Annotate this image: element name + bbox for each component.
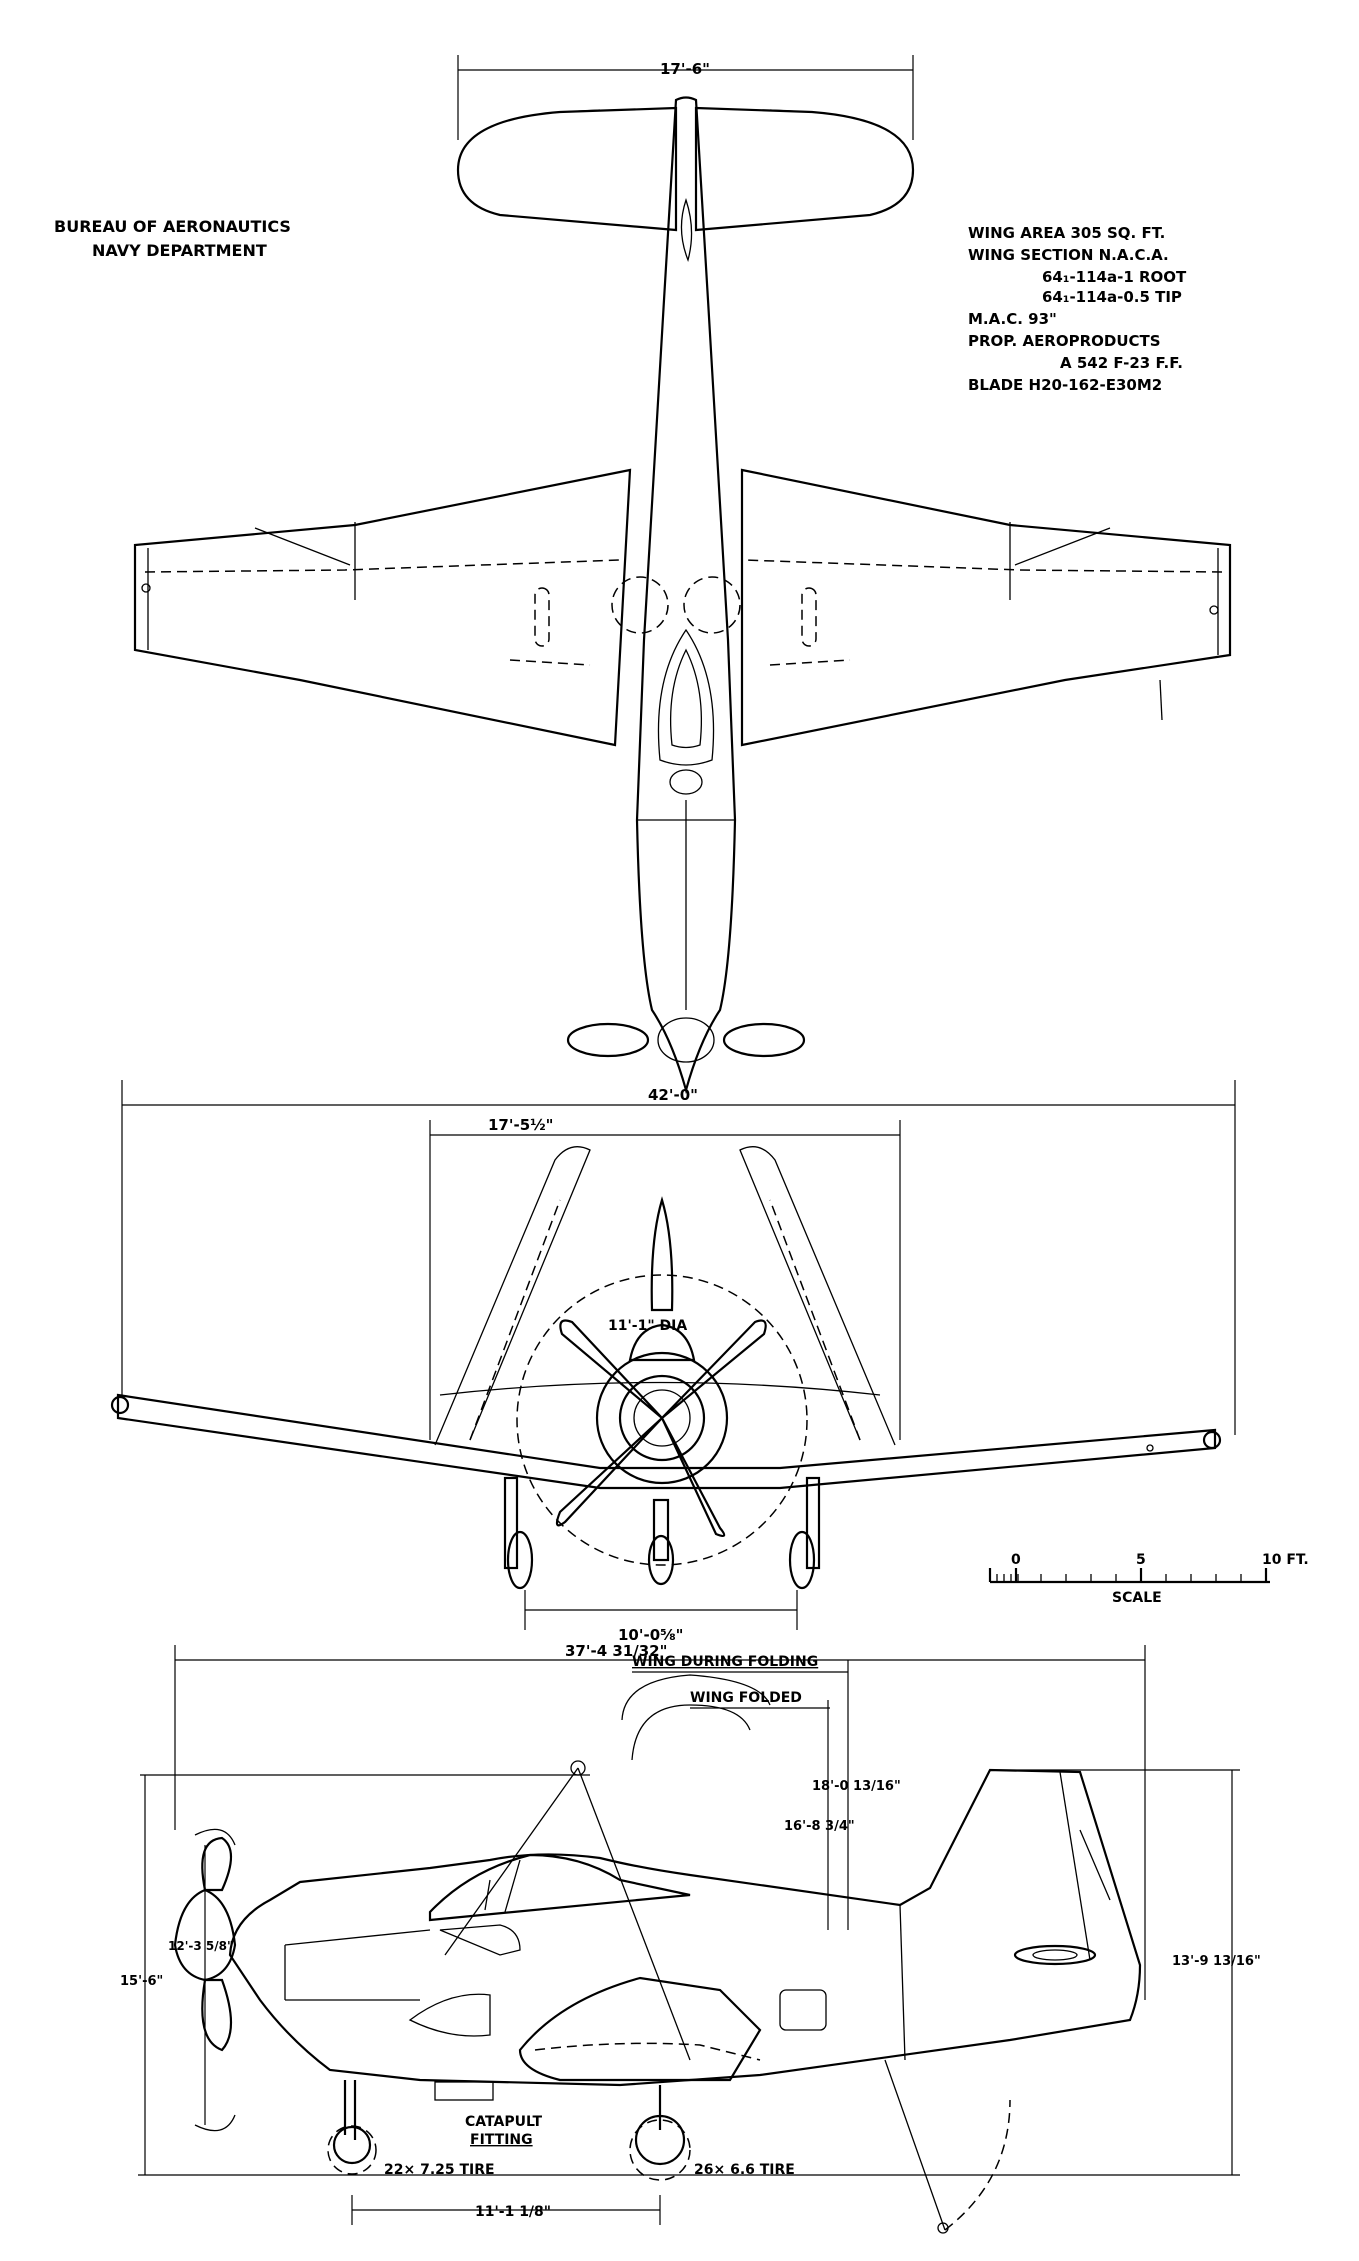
- folded-span-dim: 17'-5½": [488, 1116, 553, 1134]
- main-tire-label: 26× 6.6 TIRE: [694, 2162, 795, 2178]
- gear-track-dim: 10'-0⅝": [618, 1626, 683, 1644]
- side-view: 37'-4 31/32" WING DURING FOLDING WING FO…: [120, 1642, 1261, 2234]
- spec-line: 64₁-114a-1 ROOT: [1042, 268, 1187, 286]
- height-folding-dim: 18'-0 13/16": [812, 1779, 901, 1794]
- scale-tick-5: 5: [1136, 1552, 1146, 1568]
- spec-line: WING SECTION N.A.C.A.: [968, 246, 1169, 264]
- tail-span-dim: 17'-6": [660, 60, 710, 78]
- catapult-label-1: CATAPULT: [465, 2114, 543, 2130]
- top-view: 17'-6": [133, 55, 1232, 1095]
- spec-line: A 542 F-23 F.F.: [1060, 354, 1183, 372]
- scale-bar: 0 5 10 FT. SCALE: [988, 1552, 1309, 1606]
- spec-line: 64₁-114a-0.5 TIP: [1042, 288, 1182, 306]
- spec-line: WING AREA 305 SQ. FT.: [968, 224, 1165, 242]
- spec-line: M.A.C. 93": [968, 310, 1057, 328]
- prop-diameter-dim: 11'-1" DIA: [608, 1318, 687, 1334]
- catapult-label-2: FITTING: [470, 2132, 533, 2148]
- tail-height-dim: 13'-9 13/16": [1172, 1954, 1261, 1969]
- height-folded-dim: 16'-8 3/4": [784, 1819, 855, 1834]
- agency-header: BUREAU OF AERONAUTICS NAVY DEPARTMENT: [54, 217, 291, 260]
- agency-line-2: NAVY DEPARTMENT: [92, 241, 267, 260]
- scale-tick-10: 10 FT.: [1262, 1552, 1309, 1568]
- scale-tick-0: 0: [1011, 1552, 1021, 1568]
- spec-line: BLADE H20-162-E30M2: [968, 376, 1162, 394]
- wing-span-dim: 42'-0": [648, 1086, 698, 1104]
- scale-caption: SCALE: [1112, 1590, 1162, 1606]
- spec-line: PROP. AEROPRODUCTS: [968, 332, 1161, 350]
- wheel-base-dim: 11'-1 1/8": [475, 2204, 551, 2220]
- agency-line-1: BUREAU OF AERONAUTICS: [54, 217, 291, 236]
- tail-tire-label: 22× 7.25 TIRE: [384, 2162, 495, 2178]
- wing-folded-label: WING FOLDED: [690, 1690, 802, 1706]
- prop-height-dim: 12'-3 5/8": [168, 1939, 233, 1953]
- spec-block: WING AREA 305 SQ. FT. WING SECTION N.A.C…: [968, 224, 1187, 394]
- front-view: 42'-0" 17'-5½" 11'-1" DIA: [110, 1080, 1236, 1644]
- overall-height-dim: 15'-6": [120, 1974, 163, 1989]
- length-dim: 37'-4 31/32": [565, 1642, 667, 1660]
- wing-during-folding-label: WING DURING FOLDING: [632, 1654, 818, 1670]
